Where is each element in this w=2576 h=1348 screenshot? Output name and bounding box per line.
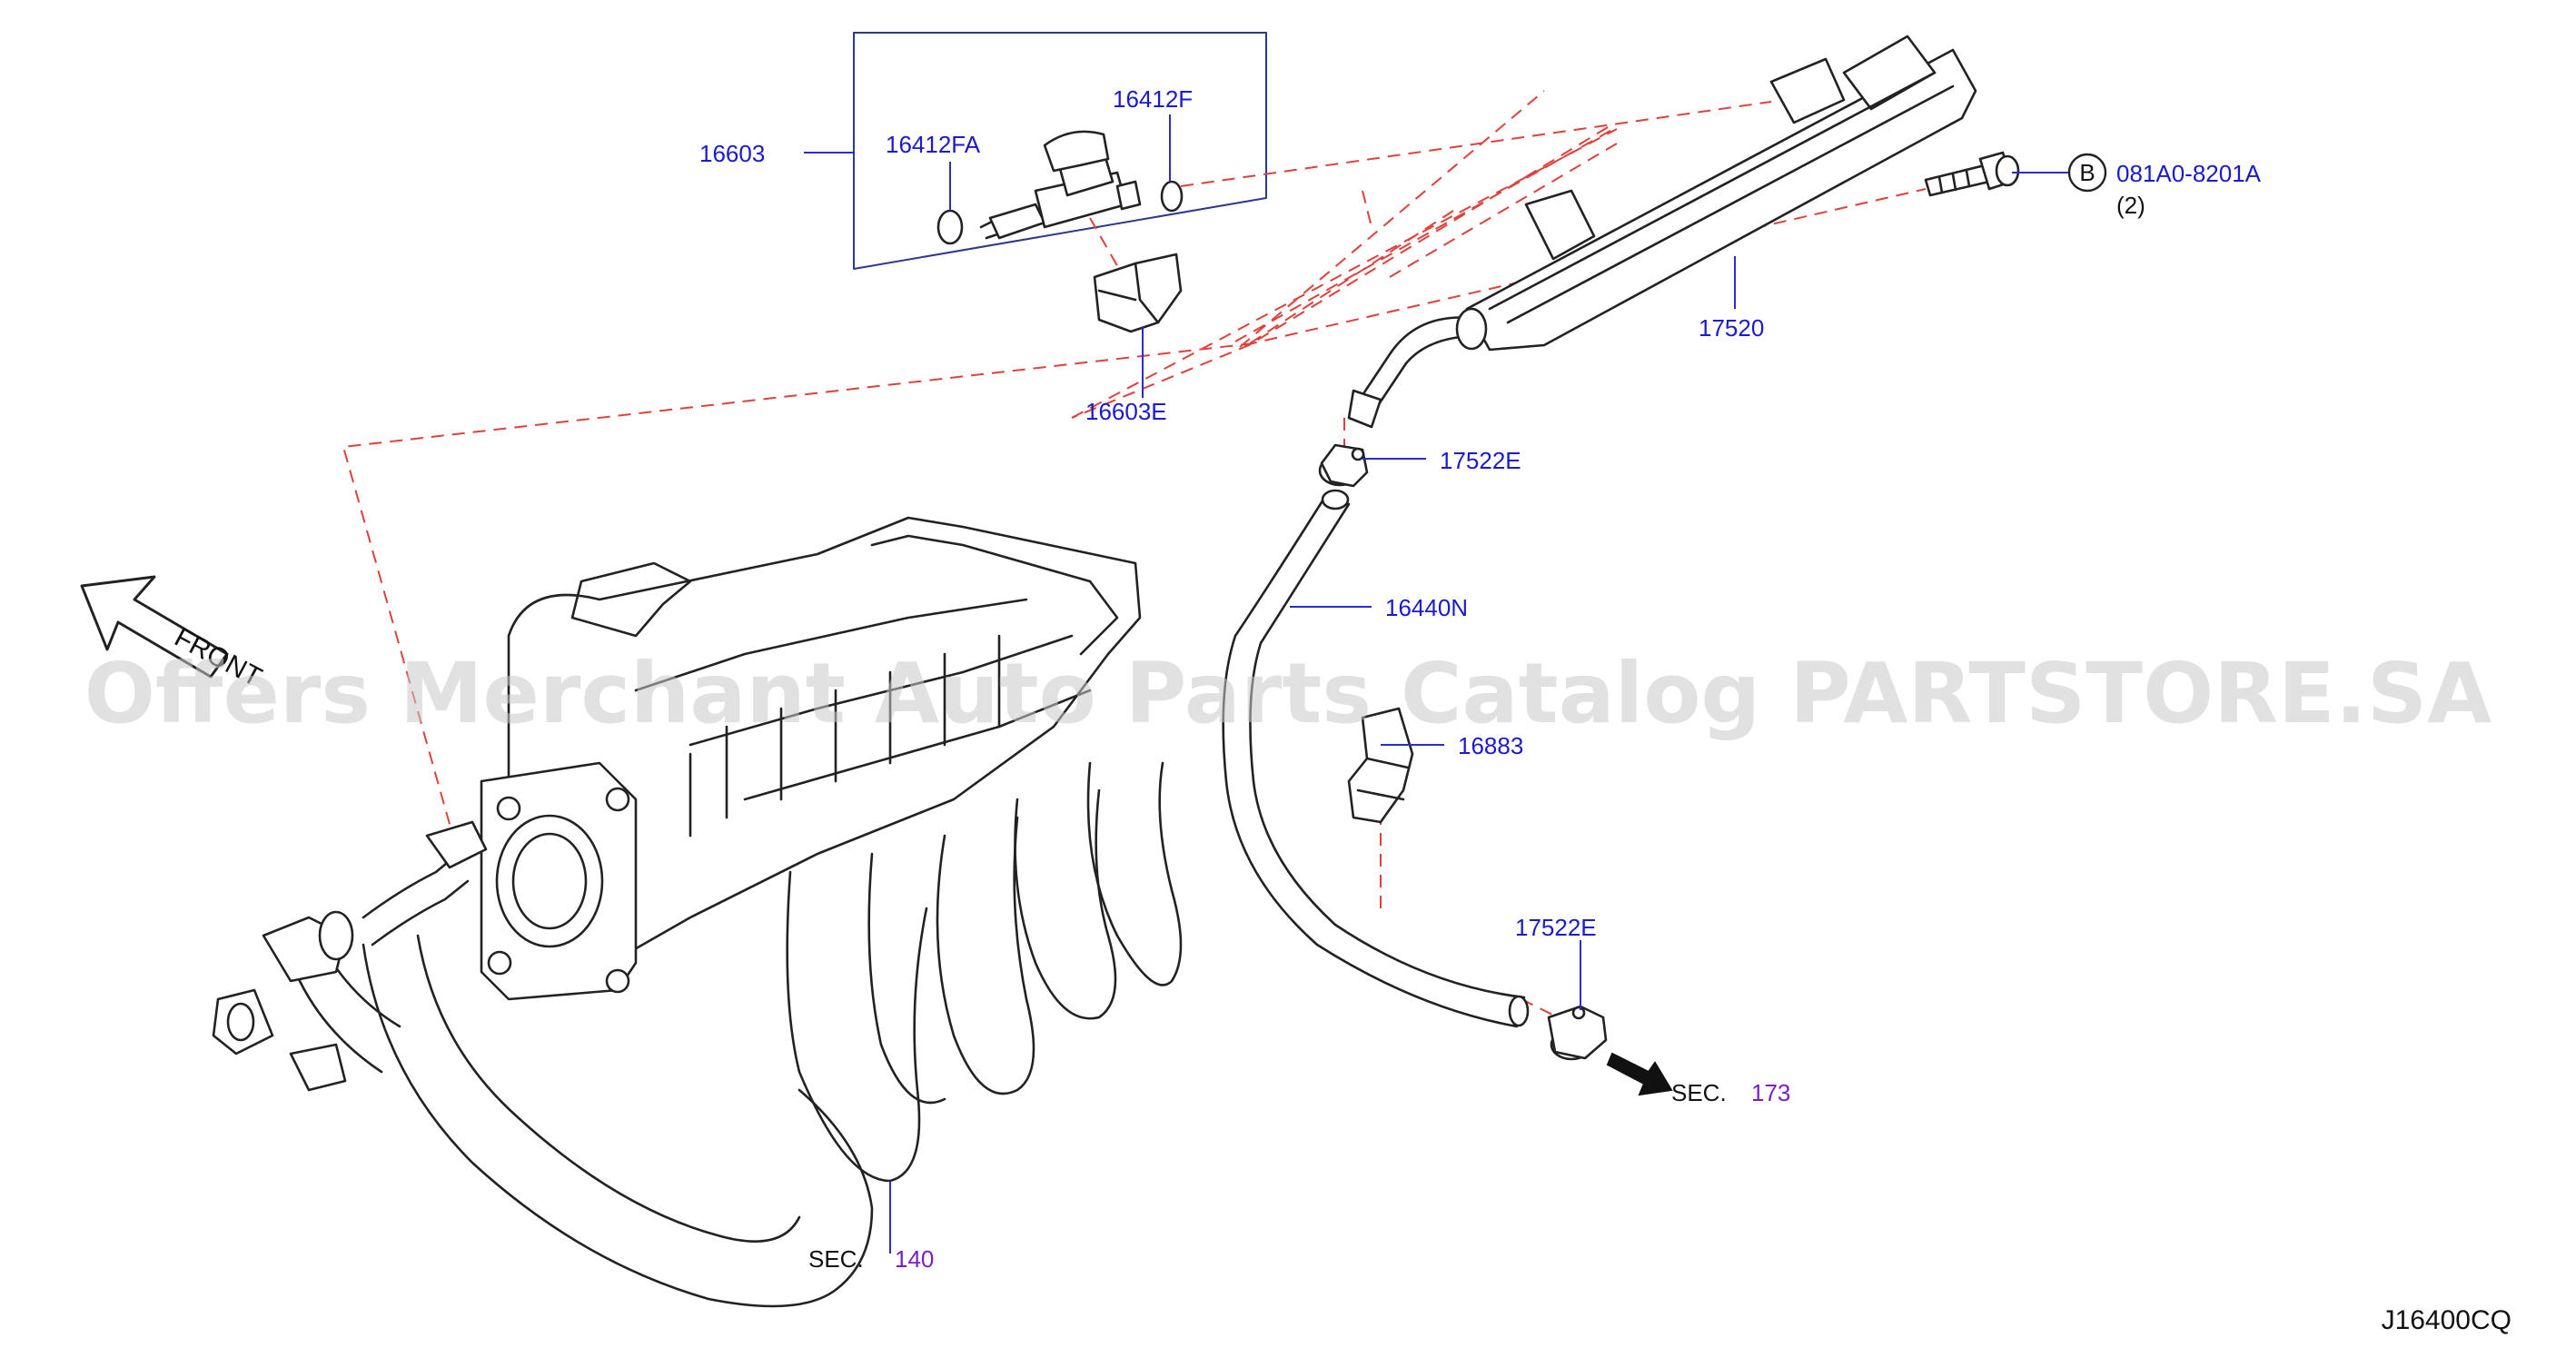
bolt-callout-circle bbox=[2067, 153, 2107, 193]
sec-173-prefix: SEC. bbox=[1671, 1079, 1727, 1106]
injector-kit-box bbox=[853, 32, 1267, 270]
label-16440N: 16440N bbox=[1385, 594, 1468, 621]
leader-lines bbox=[804, 114, 2069, 1254]
lower-clamp-drawing bbox=[1547, 1005, 1608, 1061]
fuel-hose-drawing bbox=[1222, 489, 1530, 1028]
bolt-quantity: (2) bbox=[2116, 192, 2145, 219]
label-16412F: 16412F bbox=[1113, 85, 1193, 113]
label-16412FA: 16412FA bbox=[886, 131, 981, 158]
bolt-part-number: 081A0-8201A bbox=[2116, 160, 2262, 187]
intake-manifold-drawing bbox=[212, 516, 1183, 1308]
bolt-drawing bbox=[1924, 151, 2020, 197]
watermark: Offers Merchant Auto Parts Catalog PARTS… bbox=[84, 645, 2492, 742]
bolt-callout-letter: B bbox=[2079, 159, 2095, 186]
label-16603: 16603 bbox=[699, 140, 765, 167]
injector-clip-drawing bbox=[1093, 253, 1183, 333]
diagram-code: J16400CQ bbox=[2382, 1305, 2512, 1335]
sec-173-link[interactable]: 173 bbox=[1751, 1079, 1790, 1106]
sec-173-arrow bbox=[1606, 1052, 1673, 1096]
label-16883: 16883 bbox=[1458, 732, 1523, 759]
sec-140-prefix: SEC. bbox=[808, 1245, 864, 1273]
phantom-lines bbox=[342, 90, 1927, 1018]
hose-clip-drawing bbox=[1347, 707, 1414, 824]
fuel-injector-drawing bbox=[936, 130, 1184, 245]
fuel-rail-drawing bbox=[1347, 35, 1977, 429]
label-17522E-upper: 17522E bbox=[1440, 447, 1521, 474]
sec-140-link[interactable]: 140 bbox=[895, 1245, 934, 1273]
label-16603E: 16603E bbox=[1085, 398, 1167, 425]
label-17520: 17520 bbox=[1699, 314, 1764, 342]
label-17522E-lower: 17522E bbox=[1515, 914, 1597, 941]
front-arrow bbox=[80, 575, 229, 679]
upper-clamp-drawing bbox=[1318, 443, 1369, 488]
